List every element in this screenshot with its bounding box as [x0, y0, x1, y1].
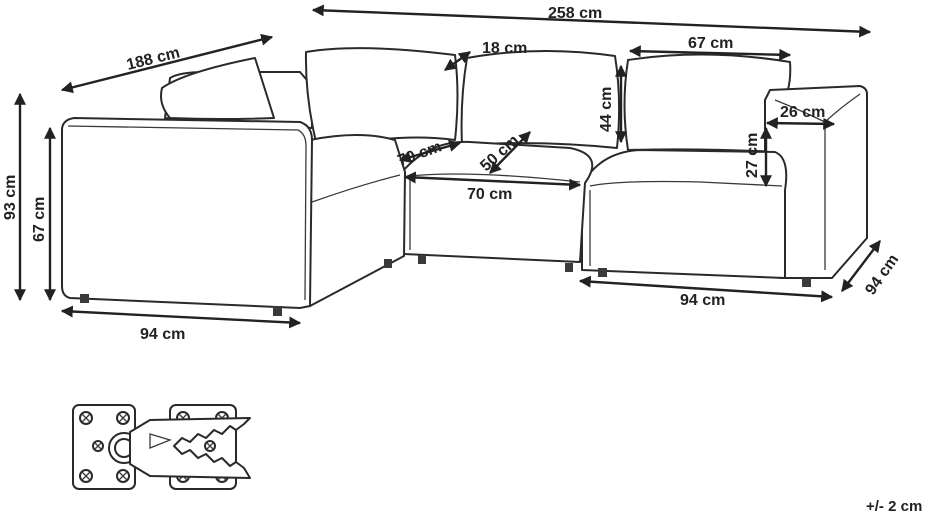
corner-seat: [307, 134, 406, 307]
serrated-clip: [129, 417, 251, 479]
label-arm-height: 27 cm: [744, 133, 761, 178]
label-back-cushion-width: 67 cm: [688, 35, 733, 52]
foot-mid-2: [565, 263, 573, 272]
foot-left-back: [273, 306, 282, 316]
back-cushion-2: [460, 49, 621, 149]
label-depth-left: 188 cm: [125, 44, 182, 74]
foot-right-2: [802, 278, 811, 287]
foot-corner: [384, 259, 392, 268]
label-arm-total-height: 67 cm: [31, 197, 48, 242]
connector-clip-illustration: [72, 404, 251, 490]
label-total-height: 93 cm: [2, 175, 19, 220]
label-module-width-right: 94 cm: [680, 292, 725, 309]
label-back-cushion-depth: 18 cm: [482, 40, 527, 57]
label-seat-width-mid: 70 cm: [467, 186, 512, 203]
foot-left-front: [80, 294, 89, 303]
label-arm-width: 26 cm: [780, 104, 825, 121]
left-throw-cushion: [160, 57, 275, 120]
tolerance-note: +/- 2 cm: [866, 498, 922, 515]
left-arm: [61, 117, 313, 309]
label-module-depth-right: 94 cm: [862, 251, 902, 298]
back-cushion-1: [304, 47, 459, 151]
label-total-width: 258 cm: [548, 5, 602, 22]
foot-mid-1: [418, 255, 426, 264]
label-module-width-left: 94 cm: [140, 326, 185, 343]
sofa-illustration: [61, 47, 868, 316]
foot-right-1: [598, 268, 607, 277]
label-back-cushion-height: 44 cm: [598, 87, 615, 132]
dimension-lines: [14, 4, 881, 329]
